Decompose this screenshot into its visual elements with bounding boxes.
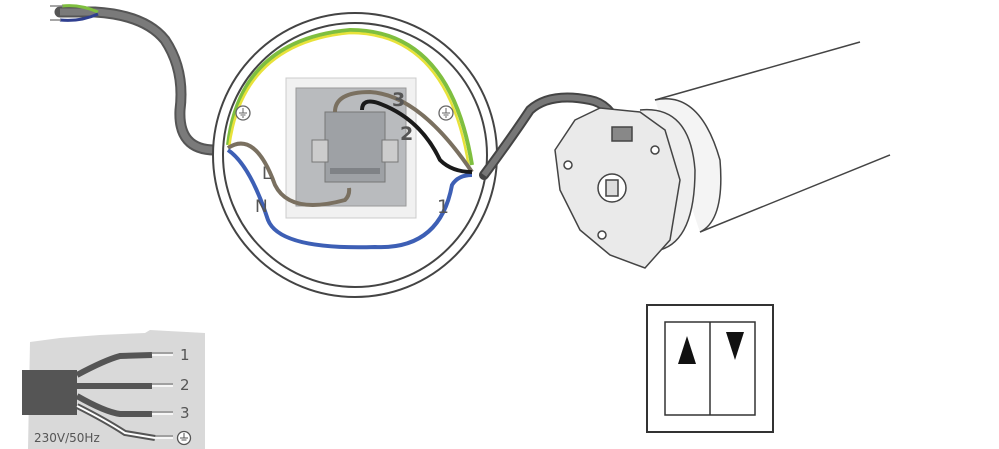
- label-wire-1: 1: [437, 196, 449, 218]
- label-live: L: [262, 164, 272, 184]
- wire-legend: 1 2 3 230V/50Hz: [22, 330, 205, 449]
- legend-wire-1: 1: [180, 346, 190, 364]
- earth-ground-icon: [438, 105, 454, 121]
- legend-wire-3: 3: [180, 404, 190, 422]
- label-wire-3: 3: [392, 89, 405, 111]
- wires: [226, 27, 474, 250]
- legend-wire-2: 2: [180, 376, 190, 394]
- arrow-up-triangle-icon: [678, 336, 696, 364]
- earth-ground-icon: [176, 430, 192, 446]
- up-down-switch-symbol: [646, 304, 774, 433]
- label-wire-2: 2: [400, 123, 413, 145]
- supply-cable: [50, 4, 238, 156]
- arrow-down-triangle-icon: [726, 332, 744, 360]
- earth-ground-icon: [235, 105, 251, 121]
- legend-voltage: 230V/50Hz: [34, 431, 100, 445]
- label-neutral: N: [255, 197, 268, 217]
- tubular-motor: [554, 41, 891, 269]
